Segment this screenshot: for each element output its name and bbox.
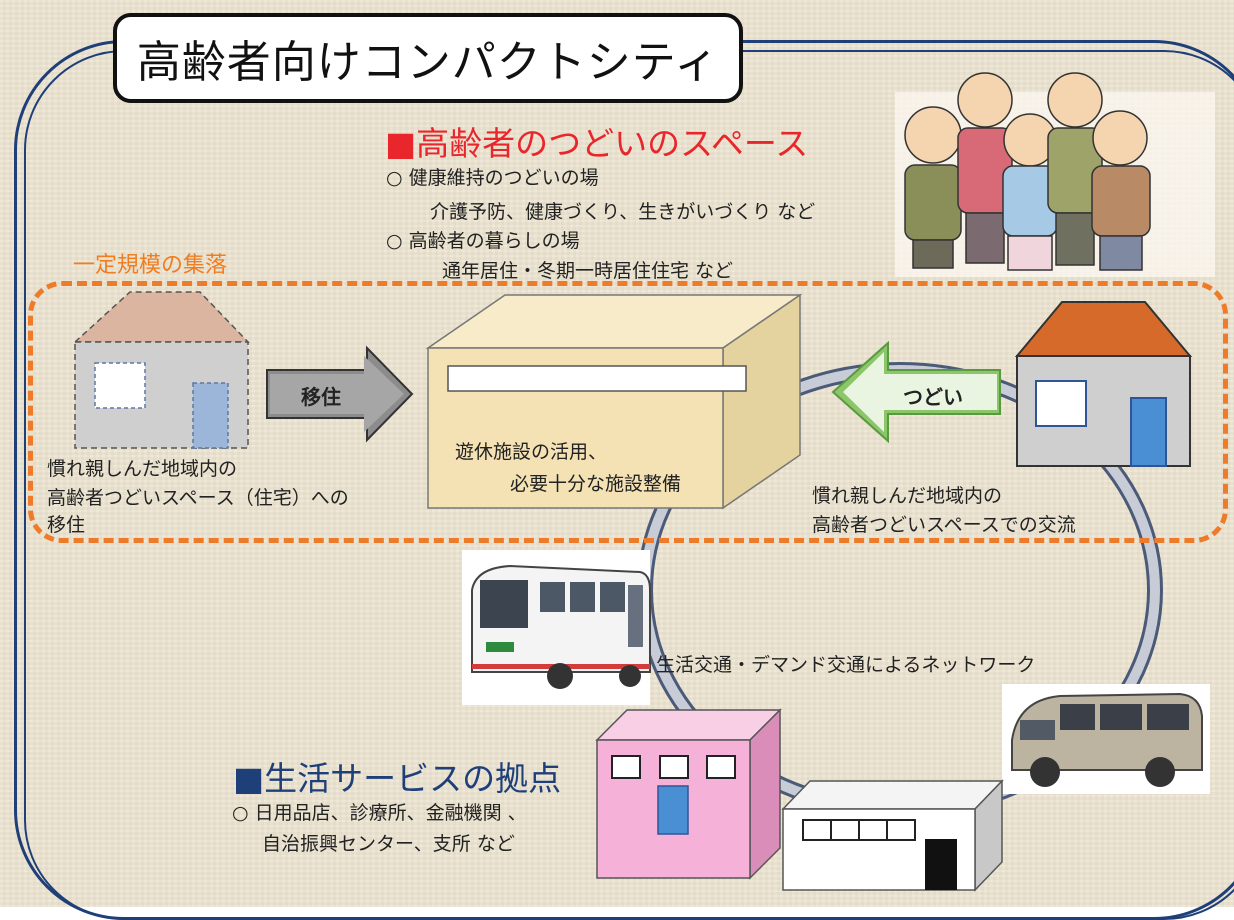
elderly-space-line3: ○ 高齢者の暮らしの場: [386, 230, 580, 252]
page-title: 高齢者向けコンパクトシティ: [136, 37, 720, 88]
left-caption-line1: 慣れ親しんだ地域内の: [47, 458, 238, 480]
white-building-icon: [781, 779, 1004, 892]
facility-line2: 必要十分な施設整備: [510, 473, 682, 495]
van-icon: [1002, 684, 1210, 794]
right-caption-line1: 慣れ親しんだ地域内の: [812, 485, 1003, 507]
gather-arrow-icon: [831, 340, 1001, 444]
title-box: 高齢者向けコンパクトシティ: [113, 13, 743, 103]
person-2: [957, 72, 1013, 264]
left-caption-line2: 高齢者つどいスペース（住宅）への: [47, 487, 349, 509]
person-3: [1002, 113, 1058, 271]
gather-label: つどい: [903, 385, 963, 409]
elderly-space-heading: ■高齢者のつどいのスペース: [385, 124, 809, 163]
elderly-people-icon: [895, 72, 1215, 277]
elderly-space-line4: 通年居住・冬期一時居住住宅 など: [442, 260, 734, 282]
service-hub-line2: 自治振興センター、支所 など: [262, 833, 515, 855]
network-label: 生活交通・デマンド交通によるネットワーク: [656, 654, 1036, 676]
elderly-space-line1: ○ 健康維持のつどいの場: [386, 167, 599, 189]
right-house-icon: [1014, 301, 1193, 467]
settlement-label: 一定規模の集落: [73, 253, 228, 278]
pink-building-icon: [595, 708, 782, 880]
bus-icon: [462, 550, 651, 705]
facility-box-icon: [425, 293, 803, 510]
settlement-dashed-area: [28, 281, 1228, 543]
person-1: [904, 106, 962, 269]
facility-line1: 遊休施設の活用、: [455, 441, 608, 463]
left-house-icon: [73, 291, 250, 449]
person-4: [1047, 72, 1103, 266]
left-caption-line3: 移住: [47, 514, 86, 536]
migrate-arrow-icon: [266, 345, 414, 443]
service-hub-line1: ○ 日用品店、診療所、金融機関 、: [232, 802, 527, 824]
right-caption-line2: 高齢者つどいスペースでの交流: [812, 514, 1076, 536]
elderly-space-line2: 介護予防、健康づくり、生きがいづくり など: [430, 201, 816, 223]
service-hub-heading: ■生活サービスの拠点: [233, 759, 562, 798]
person-5: [1091, 110, 1151, 271]
migrate-label: 移住: [301, 385, 341, 409]
